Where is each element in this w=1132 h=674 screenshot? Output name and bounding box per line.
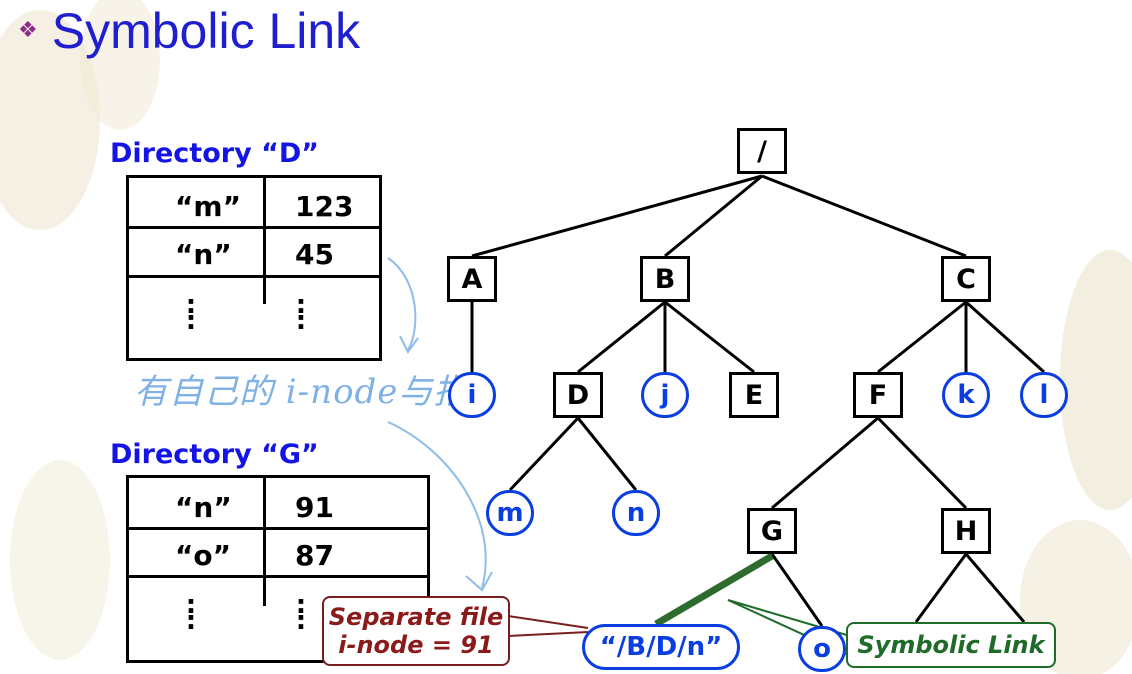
table-row-inode: 91 xyxy=(295,491,334,524)
separate-file-callout: Separate file i-node = 91 xyxy=(322,596,510,666)
table-row-name: “m” xyxy=(175,190,241,223)
node-file-i: i xyxy=(448,372,496,418)
node-dir-d: D xyxy=(553,372,603,418)
node-file-e: E xyxy=(729,372,779,418)
ellipsis-dots: : xyxy=(295,306,307,336)
slide-header: ❖ Symbolic Link xyxy=(18,6,360,56)
node-file-o: o xyxy=(798,626,846,672)
node-symlink: “/B/D/n” xyxy=(582,624,740,670)
slide-title: Symbolic Link xyxy=(51,3,361,59)
directory-d-label: Directory “D” xyxy=(110,138,319,169)
node-dir-a: A xyxy=(447,256,497,302)
node-file-m: m xyxy=(486,490,534,536)
node-dir-b: B xyxy=(640,256,690,302)
handwritten-note: 有自己的 i-node与指 xyxy=(134,372,469,412)
node-dir-c: C xyxy=(941,256,991,302)
bullet-icon: ❖ xyxy=(18,18,38,43)
table-row-inode: 123 xyxy=(295,190,354,223)
node-file-l: l xyxy=(1020,372,1068,418)
ellipsis-dots: : xyxy=(185,590,197,620)
node-root: / xyxy=(737,128,787,174)
ellipsis-dots: : xyxy=(185,606,197,636)
table-row-name: “n” xyxy=(175,491,232,524)
node-file-k: k xyxy=(942,372,990,418)
callout-line-1: Separate file xyxy=(328,603,504,631)
symbolic-link-callout: Symbolic Link xyxy=(846,622,1056,668)
ellipsis-dots: : xyxy=(185,306,197,336)
node-dir-h: H xyxy=(941,508,991,554)
table-row-name: “o” xyxy=(175,539,232,572)
node-file-n: n xyxy=(612,490,660,536)
table-row-inode: 87 xyxy=(295,539,334,572)
node-file-j: j xyxy=(641,372,689,418)
ellipsis-dots: : xyxy=(185,290,197,320)
table-row-name: “n” xyxy=(175,238,232,271)
directory-g-table: “n” 91 “o” 87 : : : : xyxy=(126,475,430,663)
ellipsis-dots: : xyxy=(295,590,307,620)
directory-g-label: Directory “G” xyxy=(110,439,319,470)
ellipsis-dots: : xyxy=(295,606,307,636)
callout-line-2: i-node = 91 xyxy=(338,631,494,659)
node-dir-f: F xyxy=(853,372,903,418)
table-row-inode: 45 xyxy=(295,238,334,271)
ellipsis-dots: : xyxy=(295,290,307,320)
directory-d-table: “m” 123 “n” 45 : : : : xyxy=(126,175,382,361)
node-dir-g: G xyxy=(747,508,797,554)
